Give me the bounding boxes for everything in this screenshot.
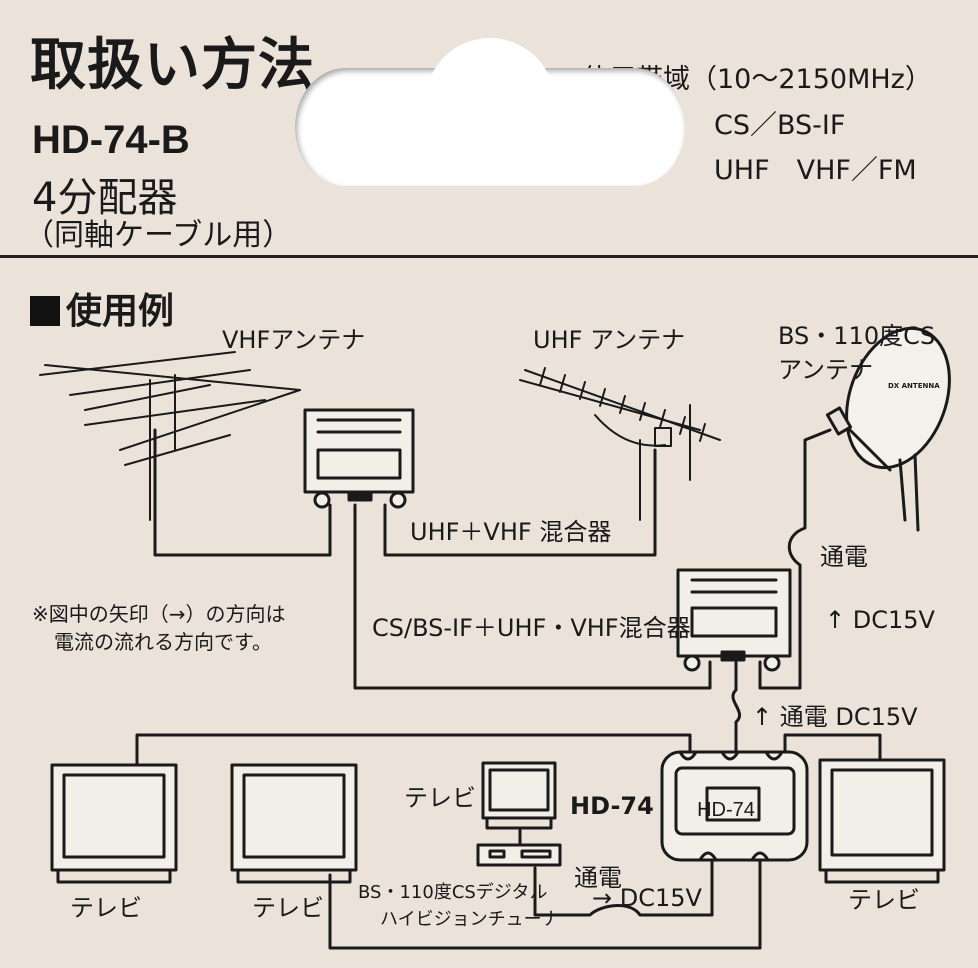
power-label-3: 通電 bbox=[574, 864, 622, 892]
mixer1-icon bbox=[303, 408, 415, 509]
power-dc-label-2: ↑ 通電 DC15V bbox=[752, 703, 918, 731]
splitter-label: HD-74 bbox=[570, 792, 654, 820]
cable-splitter-to-tv1 bbox=[135, 733, 692, 767]
cable-splitter-to-tv2 bbox=[328, 858, 762, 950]
tv3-label: テレビ bbox=[404, 784, 476, 812]
mixer2-icon bbox=[676, 568, 792, 672]
power-label-1: 通電 bbox=[820, 543, 868, 571]
tv4-label: テレビ bbox=[848, 886, 920, 914]
product-name: 4分配器 bbox=[32, 175, 178, 221]
tv-2-icon bbox=[230, 763, 358, 884]
cable-splitter-to-tv4 bbox=[783, 733, 882, 762]
cable-uhf-to-mixer1 bbox=[383, 448, 657, 557]
bs-antenna-label-1: BS・110度CS bbox=[778, 322, 936, 350]
tuner-label-2: ハイビジョンチューナ bbox=[380, 909, 560, 930]
bs-antenna-label-2: アンテナ bbox=[778, 356, 874, 384]
cable-vhf-to-mixer1 bbox=[153, 428, 332, 557]
bs-dish-antenna-icon bbox=[825, 326, 951, 532]
page-title: 取扱い方法 bbox=[30, 33, 315, 98]
dc-label-3: → DC15V bbox=[592, 884, 702, 912]
splitter-text: HD-74 bbox=[697, 799, 755, 821]
dc-label-1: ↑ DC15V bbox=[825, 606, 935, 634]
cable-mixer2-to-splitter bbox=[731, 660, 742, 754]
note-line-1: ※図中の矢印（→）の方向は bbox=[32, 602, 286, 626]
tv-4-icon bbox=[818, 758, 946, 884]
splitter-hd74-icon bbox=[660, 750, 809, 862]
band-uhf-vhf: UHF VHF／FM bbox=[714, 155, 917, 186]
section-title: 使用例 bbox=[30, 282, 174, 334]
tuner-icon bbox=[476, 843, 562, 867]
band-cs-bs: CS／BS-IF bbox=[714, 110, 846, 141]
tv-3-icon bbox=[481, 761, 557, 830]
uhf-antenna-label: UHF アンテナ bbox=[533, 326, 686, 354]
vhf-antenna-icon bbox=[39, 351, 301, 521]
tv-1-icon bbox=[50, 763, 178, 884]
tv1-label: テレビ bbox=[70, 894, 142, 922]
mixer2-label: CS/BS-IF＋UHF・VHF混合器 bbox=[372, 614, 691, 642]
divider bbox=[0, 255, 978, 258]
tuner-label-1: BS・110度CSデジタル bbox=[358, 882, 548, 903]
uhf-antenna-icon bbox=[519, 367, 721, 521]
cable-splitter-to-tuner bbox=[533, 858, 714, 917]
note-line-2: 電流の流れる方向です。 bbox=[54, 630, 272, 654]
vhf-antenna-label: VHFアンテナ bbox=[222, 326, 366, 354]
cable-mixer1-to-mixer2 bbox=[353, 503, 712, 690]
model-number: HD-74-B bbox=[32, 118, 190, 162]
square-bullet-icon bbox=[30, 296, 60, 326]
dish-brand-label: DX ANTENNA bbox=[888, 382, 940, 390]
section-title-text: 使用例 bbox=[66, 291, 175, 332]
tv2-label: テレビ bbox=[252, 894, 324, 922]
mixer1-label: UHF＋VHF 混合器 bbox=[410, 518, 612, 546]
product-subtitle: （同軸ケーブル用） bbox=[24, 218, 293, 253]
cable-bs-to-mixer2 bbox=[758, 428, 832, 690]
